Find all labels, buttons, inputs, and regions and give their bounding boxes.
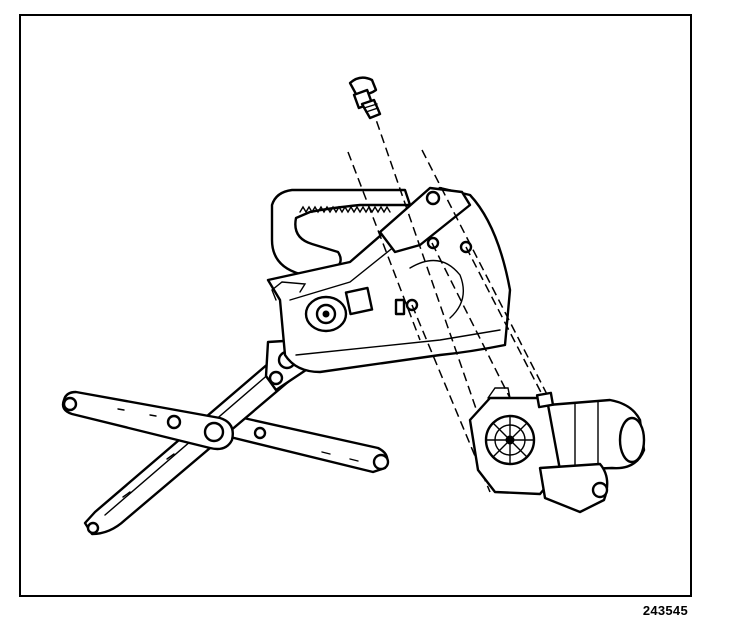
figure-number: 243545: [642, 603, 688, 618]
upper-bracket: [378, 186, 472, 254]
mounting-screw: [348, 76, 382, 120]
regulator-motor: [468, 387, 646, 514]
backing-plate: [266, 186, 512, 374]
left-regulator-arm: [61, 390, 234, 451]
lower-regulator-arm: [224, 413, 390, 474]
